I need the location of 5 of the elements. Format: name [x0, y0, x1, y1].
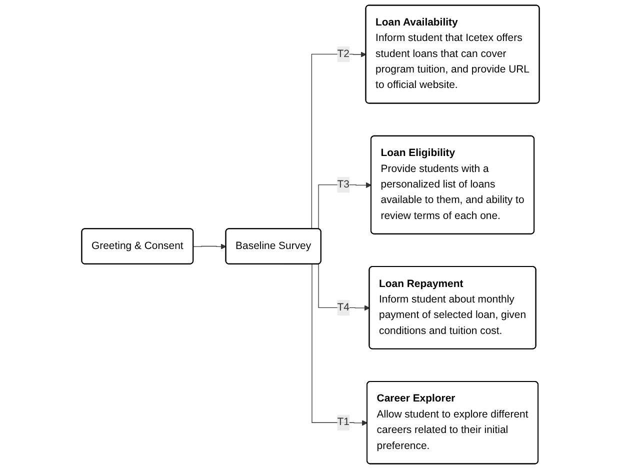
arrow — [193, 244, 226, 250]
edge-label: T4 — [337, 302, 350, 313]
edge-label: T1 — [337, 416, 350, 428]
edge-label: T3 — [337, 178, 350, 190]
edge-label: T2 — [337, 48, 350, 60]
